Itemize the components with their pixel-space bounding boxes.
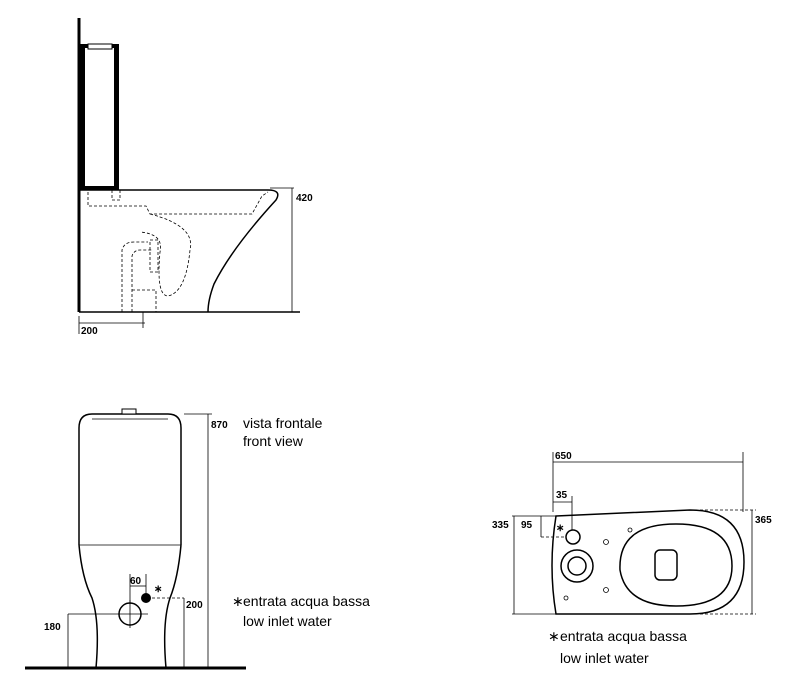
front-view-caption-en: front view xyxy=(243,433,304,449)
top-drain xyxy=(654,549,678,581)
top-inlet xyxy=(565,529,581,545)
side-view: 420 200 xyxy=(77,18,313,337)
top-inlet-star: ∗ xyxy=(556,523,564,534)
front-view: ∗ 60 200 180 870 vista frontale front vi… xyxy=(25,408,370,670)
top-note-star: ∗ xyxy=(548,628,560,644)
front-view-caption-it: vista frontale xyxy=(243,415,323,431)
top-view: ∗ 650 35 335 95 365 ∗ entrata acqua bass… xyxy=(492,451,772,666)
side-depth-dim: 200 xyxy=(81,326,98,337)
cistern-button xyxy=(87,43,113,50)
front-note-it: entrata acqua bassa xyxy=(243,593,370,609)
top-length-dim: 650 xyxy=(555,451,572,462)
front-bowl-left xyxy=(78,544,99,669)
top-note-en: low inlet water xyxy=(560,650,649,666)
top-right-width-dim: 365 xyxy=(755,515,772,526)
fixing-hole xyxy=(603,539,609,545)
fixing-hole xyxy=(627,527,633,533)
top-outline xyxy=(551,509,745,615)
front-note-star: ∗ xyxy=(232,593,244,609)
inlet-height-dim: 200 xyxy=(186,600,203,611)
top-bowl xyxy=(619,523,733,607)
flush-button xyxy=(121,408,137,415)
side-height-dim: 420 xyxy=(296,193,313,204)
top-inlet-from-back-dim: 35 xyxy=(556,490,568,501)
outlet-height-dim: 180 xyxy=(44,622,61,633)
inlet-dot xyxy=(141,593,151,603)
top-inlet-side-dim: 95 xyxy=(521,520,533,531)
front-inlet-star: ∗ xyxy=(154,584,162,595)
top-note-it: entrata acqua bassa xyxy=(560,628,687,644)
top-outlet-inner xyxy=(567,556,587,576)
front-height-dim: 870 xyxy=(211,420,228,431)
inlet-offset-dim: 60 xyxy=(130,576,142,587)
top-outlet-outer xyxy=(560,549,594,583)
bowl-outline xyxy=(79,189,279,313)
front-note-en: low inlet water xyxy=(243,613,332,629)
fixing-hole xyxy=(603,587,609,593)
top-left-width-dim: 335 xyxy=(492,520,509,531)
front-bowl-right xyxy=(163,544,182,669)
fixing-hole xyxy=(563,595,569,601)
